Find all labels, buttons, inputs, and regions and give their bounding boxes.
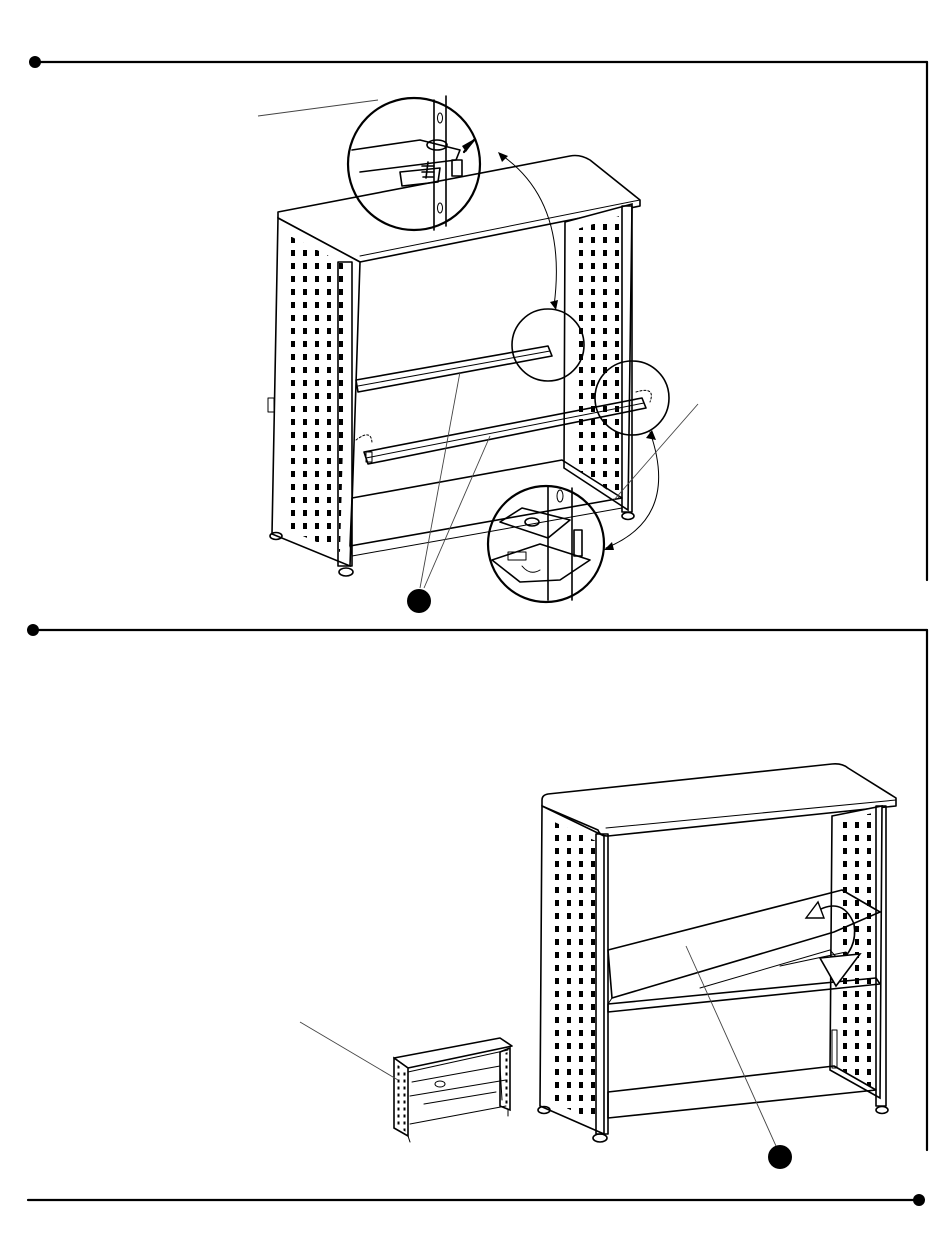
bottom-rule bbox=[28, 1194, 925, 1206]
thumbnail-bookcase bbox=[394, 1038, 512, 1142]
curved-arrow-top bbox=[498, 152, 558, 310]
step-1-frame bbox=[29, 56, 927, 580]
magnified-bracket-top bbox=[348, 96, 480, 230]
magnified-bracket-bottom bbox=[488, 486, 604, 602]
end-marker-icon bbox=[913, 1194, 925, 1206]
part-callout-icon bbox=[407, 589, 431, 613]
step-2-bookcase bbox=[538, 764, 896, 1142]
part-callout-icon bbox=[768, 1145, 792, 1169]
